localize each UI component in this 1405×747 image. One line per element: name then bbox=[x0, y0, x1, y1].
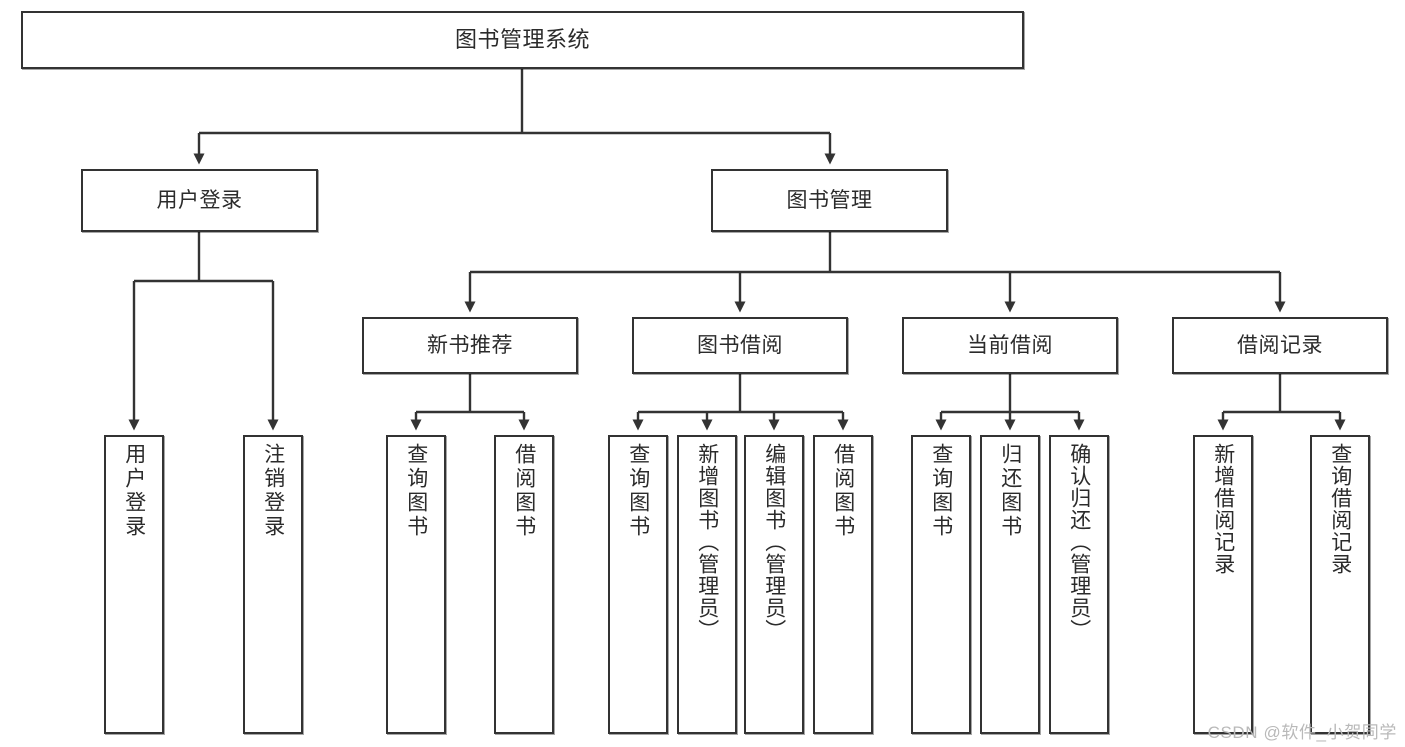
watermark: CSDN @软件_小贺同学 bbox=[1207, 723, 1397, 742]
leaf-recommend-query-book[interactable]: 查询图书 bbox=[386, 435, 446, 734]
leaf-borrow-borrow-book[interactable]: 借阅图书 bbox=[813, 435, 873, 734]
leaf-record-add-record[interactable]: 新增借阅记录 bbox=[1193, 435, 1253, 734]
node-borrow-record-label: 借阅记录 bbox=[1237, 333, 1323, 357]
leaf-current-confirm-return-admin-label: 确认归还（管理员） bbox=[1067, 443, 1091, 641]
leaf-borrow-edit-book-admin-label: 编辑图书（管理员） bbox=[762, 443, 786, 641]
node-user-login[interactable]: 用户登录 bbox=[81, 169, 318, 232]
node-new-book-recommend[interactable]: 新书推荐 bbox=[362, 317, 578, 374]
leaf-user-login-logout-label: 注销登录 bbox=[261, 443, 285, 539]
leaf-current-return-book-label: 归还图书 bbox=[998, 443, 1022, 539]
leaf-user-login-login-label: 用户登录 bbox=[122, 443, 146, 539]
node-book-borrow[interactable]: 图书借阅 bbox=[632, 317, 848, 374]
leaf-borrow-query-book[interactable]: 查询图书 bbox=[608, 435, 668, 734]
node-book-borrow-label: 图书借阅 bbox=[697, 333, 783, 357]
node-book-management[interactable]: 图书管理 bbox=[711, 169, 948, 232]
leaf-borrow-add-book-admin-label: 新增图书（管理员） bbox=[695, 443, 719, 641]
node-root-label: 图书管理系统 bbox=[454, 26, 590, 52]
leaf-current-confirm-return-admin[interactable]: 确认归还（管理员） bbox=[1049, 435, 1109, 734]
node-current-borrow-label: 当前借阅 bbox=[967, 333, 1053, 357]
leaf-recommend-query-book-label: 查询图书 bbox=[404, 443, 428, 539]
leaf-borrow-borrow-book-label: 借阅图书 bbox=[831, 443, 855, 539]
leaf-borrow-edit-book-admin[interactable]: 编辑图书（管理员） bbox=[744, 435, 804, 734]
leaf-current-query-book[interactable]: 查询图书 bbox=[911, 435, 971, 734]
leaf-record-query-record[interactable]: 查询借阅记录 bbox=[1310, 435, 1370, 734]
node-root[interactable]: 图书管理系统 bbox=[21, 11, 1024, 69]
leaf-borrow-query-book-label: 查询图书 bbox=[626, 443, 650, 539]
node-new-book-recommend-label: 新书推荐 bbox=[427, 333, 513, 357]
leaf-current-return-book[interactable]: 归还图书 bbox=[980, 435, 1040, 734]
leaf-user-login-logout[interactable]: 注销登录 bbox=[243, 435, 303, 734]
node-current-borrow[interactable]: 当前借阅 bbox=[902, 317, 1118, 374]
node-user-login-label: 用户登录 bbox=[156, 188, 243, 212]
leaf-recommend-borrow-book-label: 借阅图书 bbox=[512, 443, 536, 539]
leaf-record-add-record-label: 新增借阅记录 bbox=[1211, 443, 1235, 575]
leaf-record-query-record-label: 查询借阅记录 bbox=[1328, 443, 1352, 575]
leaf-current-query-book-label: 查询图书 bbox=[929, 443, 953, 539]
leaf-recommend-borrow-book[interactable]: 借阅图书 bbox=[494, 435, 554, 734]
node-borrow-record[interactable]: 借阅记录 bbox=[1172, 317, 1388, 374]
node-book-management-label: 图书管理 bbox=[786, 188, 873, 212]
leaf-user-login-login[interactable]: 用户登录 bbox=[104, 435, 164, 734]
leaf-borrow-add-book-admin[interactable]: 新增图书（管理员） bbox=[677, 435, 737, 734]
